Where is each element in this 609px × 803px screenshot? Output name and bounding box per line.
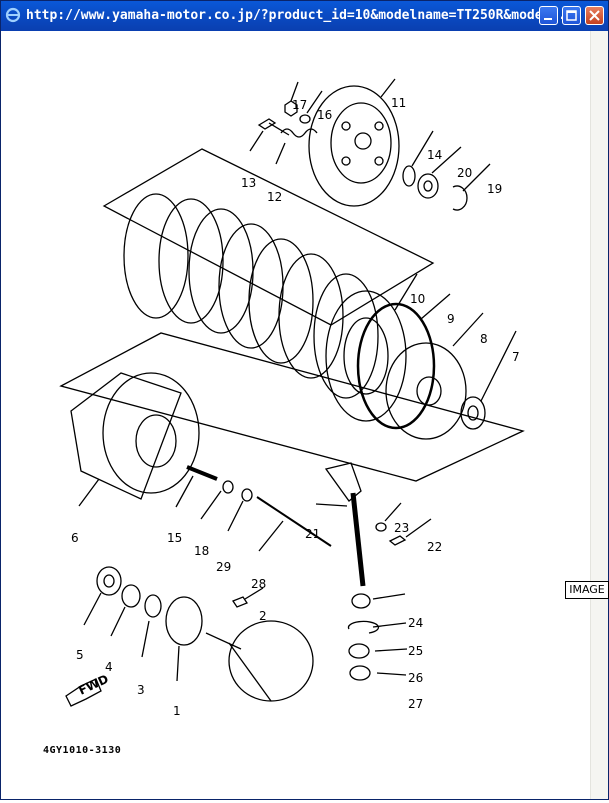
key-2 xyxy=(232,596,248,608)
maximize-button[interactable] xyxy=(562,6,581,25)
washer-16 xyxy=(299,114,311,124)
fwd-arrow-icon xyxy=(65,678,102,707)
part-number-label: 14 xyxy=(427,148,442,162)
part-number-label: 5 xyxy=(76,648,84,662)
part-number-label: 18 xyxy=(194,544,209,558)
nut-7 xyxy=(460,396,486,430)
part-number-label: 25 xyxy=(408,644,423,658)
part-number-label: 24 xyxy=(408,616,423,630)
part-number-label: 8 xyxy=(480,332,488,346)
part-number-label: 7 xyxy=(512,350,520,364)
minimize-icon xyxy=(544,18,552,20)
seal-27 xyxy=(349,665,371,681)
part-number-label: 12 xyxy=(267,190,282,204)
plates-outline-upper xyxy=(102,148,435,326)
maximize-icon xyxy=(566,10,577,21)
clutch-exploded-diagram: FWD 171611131214201910987615182921232228… xyxy=(59,78,525,718)
ball-18 xyxy=(222,480,234,494)
circlip-3 xyxy=(144,594,162,618)
part-number-label: 21 xyxy=(305,527,320,541)
part-24 xyxy=(351,593,371,609)
clutch-boss-10 xyxy=(325,290,407,422)
image-badge: IMAGE xyxy=(565,581,609,599)
part-number-label: 26 xyxy=(408,671,423,685)
washer-23 xyxy=(375,522,387,532)
titlebar: http://www.yamaha-motor.co.jp/?product_i… xyxy=(1,1,608,31)
spring-12 xyxy=(280,128,318,138)
part-number-label: 22 xyxy=(427,540,442,554)
bearing-14 xyxy=(402,165,416,187)
gear-8 xyxy=(385,342,467,440)
part-number-label: 16 xyxy=(317,108,332,122)
part-number-label: 15 xyxy=(167,531,182,545)
circlip-25 xyxy=(347,620,380,634)
push-rod-28 xyxy=(256,496,332,547)
circlip-19 xyxy=(452,185,468,211)
ie-icon xyxy=(5,7,21,23)
push-rod-15 xyxy=(186,465,218,481)
gear-1 xyxy=(165,596,203,646)
part-number-label: 28 xyxy=(251,577,266,591)
part-number-label: 29 xyxy=(216,560,231,574)
bolt-13 xyxy=(257,118,290,136)
part-number-label: 17 xyxy=(292,98,307,112)
part-number-label: 10 xyxy=(410,292,425,306)
fwd-label: FWD xyxy=(76,672,110,698)
part-number-label: 23 xyxy=(394,521,409,535)
oil-seal-29 xyxy=(241,488,253,502)
part-number-label: 20 xyxy=(457,166,472,180)
bearing-26 xyxy=(348,643,370,659)
window-title: http://www.yamaha-motor.co.jp/?product_i… xyxy=(26,8,567,23)
plates-outline-lower xyxy=(59,332,525,482)
part-number-label: 9 xyxy=(447,312,455,326)
part-number-label: 3 xyxy=(137,683,145,697)
close-button[interactable] xyxy=(585,6,604,25)
part-number-label: 27 xyxy=(408,697,423,711)
bearing-20 xyxy=(417,173,439,199)
bolt-22 xyxy=(388,535,407,546)
part-number-label: 6 xyxy=(71,531,79,545)
part-number-label: 13 xyxy=(241,176,256,190)
part-number-label: 19 xyxy=(487,182,502,196)
part-number-label: 1 xyxy=(173,704,181,718)
drawing-code: 4GY1010-3130 xyxy=(43,745,122,756)
nut-5 xyxy=(96,566,122,596)
plate-9 xyxy=(356,302,436,430)
lever-21 xyxy=(324,462,362,502)
minimize-button[interactable] xyxy=(539,6,558,25)
pressure-plate xyxy=(308,85,400,207)
part-number-label: 4 xyxy=(105,660,113,674)
clutch-housing-6 xyxy=(102,372,200,494)
close-icon xyxy=(589,10,600,21)
friction-plate-stack xyxy=(123,193,379,399)
washer-4 xyxy=(121,584,141,608)
vertical-scrollbar[interactable] xyxy=(590,31,608,799)
part-number-label: 11 xyxy=(391,96,406,110)
part-number-label: 2 xyxy=(259,609,267,623)
